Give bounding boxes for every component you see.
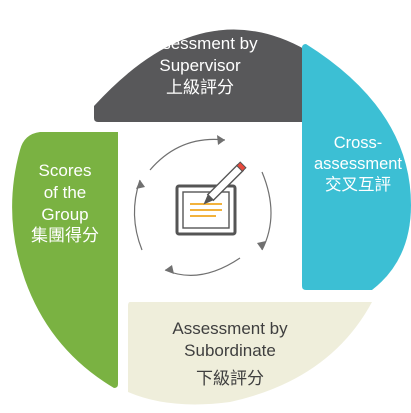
segment-supervisor [94,29,306,122]
arrowhead-icon [136,180,145,189]
label-line: of the [43,182,87,202]
label-subordinate: Assessment by Subordinate 下級評分 [140,318,320,389]
label-line: 交叉互評 [325,176,391,195]
label-line: Group [41,204,89,224]
cycle-arrow-left [133,179,143,251]
segment-group-scores [12,132,118,388]
arrowhead-icon [257,241,266,250]
segment-cross-assessment [302,44,411,290]
cycle-arrowheads [136,135,266,274]
label-line: 下級評分 [196,368,264,388]
cycle-arrow-bottom [164,257,241,276]
label-supervisor: Assessment by Supervisor 上級評分 [100,33,300,98]
label-line: Cross- [333,134,383,152]
label-line: assessment [313,155,403,174]
label-group-scores: Scores of the Group 集團得分 [15,160,115,247]
label-cross-assessment: Cross- assessment 交叉互評 [305,133,411,196]
label-line: Assessment by [172,319,288,338]
arrowhead-icon [165,265,174,274]
segment-subordinate [128,302,372,405]
label-line: Assessment by [142,34,258,53]
label-line: Supervisor [159,55,241,75]
notepad-pencil-icon [175,161,247,236]
cycle-arrow-top [149,138,226,171]
label-line: Scores [38,161,92,180]
label-line: 上級評分 [166,77,234,97]
cycle-arrow-right [261,171,272,251]
label-line: 集團得分 [31,226,99,246]
arrowhead-icon [217,135,225,145]
label-line: Subordinate [184,340,276,360]
